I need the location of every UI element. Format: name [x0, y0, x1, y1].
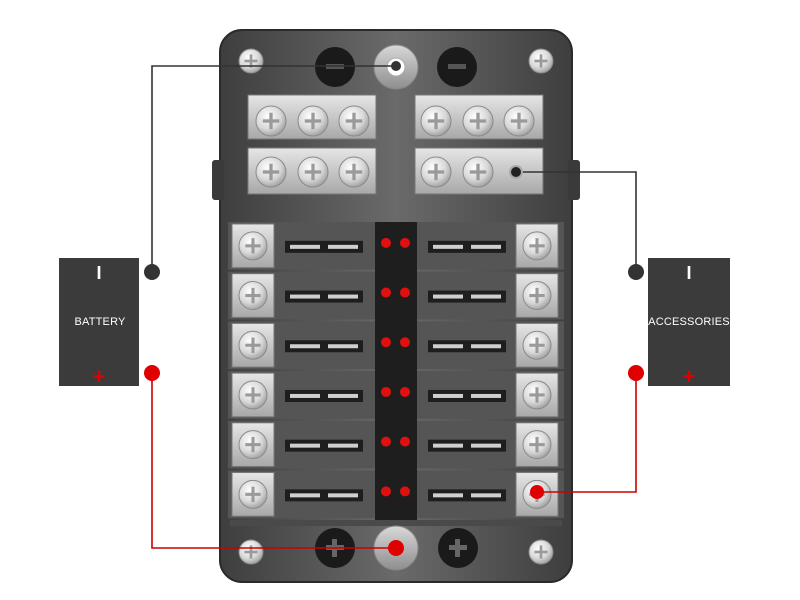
terminal-screw-icon [522, 330, 552, 360]
fuse-slot [428, 240, 506, 253]
bus-screw-icon [420, 105, 452, 137]
terminal-screw-icon [522, 231, 552, 261]
battery-label: BATTERY [74, 316, 126, 328]
fuse-row [228, 371, 564, 419]
fuse-slot [428, 389, 506, 402]
fuse-slot [428, 439, 506, 452]
bus-screw-icon [255, 156, 287, 188]
fuse-slot [285, 389, 363, 402]
battery-negative-terminal [144, 264, 160, 280]
led-indicator-icon [381, 436, 391, 447]
led-indicator-icon [400, 237, 410, 248]
led-indicator-icon [381, 386, 391, 397]
fuse-slot [285, 340, 363, 353]
led-indicator-strip [375, 222, 417, 520]
terminal-screw-icon [238, 231, 268, 261]
led-indicator-icon [381, 287, 391, 298]
wires [151, 61, 637, 556]
fuse-slot [285, 290, 363, 303]
fuse-row [228, 271, 564, 320]
battery-positive-sign: + [93, 364, 106, 389]
led-indicator-icon [400, 337, 410, 348]
accessory-bus-terminal-dot [509, 165, 523, 179]
corner-screw-icon [528, 48, 554, 74]
led-indicator-icon [400, 287, 410, 298]
fuse-row [228, 321, 564, 370]
accessories-negative-sign: I [686, 263, 691, 283]
terminal-screw-icon [238, 380, 268, 410]
led-indicator-icon [400, 486, 410, 497]
battery-box: I BATTERY + [59, 258, 160, 389]
accessories-positive-wire [537, 373, 637, 493]
bus-screw-icon [297, 156, 329, 188]
fuse-slot [285, 489, 363, 502]
terminal-screw-icon [522, 380, 552, 410]
terminal-screw-icon [238, 430, 268, 460]
fuse-row [228, 470, 564, 519]
accessories-positive-terminal [628, 365, 644, 381]
positive-main-terminal-dot [388, 540, 404, 556]
fuse-slot [428, 489, 506, 502]
corner-screw-icon [238, 48, 264, 74]
battery-positive-terminal [144, 365, 160, 381]
terminal-screw-icon [522, 281, 552, 311]
led-indicator-icon [381, 237, 391, 248]
fuse-slot [285, 240, 363, 253]
bus-screw-icon [338, 156, 370, 188]
bus-screw-icon [297, 105, 329, 137]
accessories-negative-wire [516, 171, 637, 272]
accessories-positive-sign: + [683, 364, 696, 389]
accessories-negative-terminal [628, 264, 644, 280]
fuse-slot [285, 439, 363, 452]
led-indicator-icon [381, 337, 391, 348]
led-indicator-icon [381, 486, 391, 497]
bus-screw-icon [462, 156, 494, 188]
fuse-row [228, 222, 564, 270]
battery-negative-wire [151, 65, 396, 272]
bus-screw-icon [338, 105, 370, 137]
battery-positive-wire [151, 373, 396, 549]
fuse-block [212, 29, 580, 583]
terminal-screw-icon [522, 430, 552, 460]
bus-screw-icon [462, 105, 494, 137]
corner-screws [238, 48, 554, 565]
terminal-screw-icon [238, 479, 268, 509]
accessories-label: ACCESSORIES [648, 316, 730, 328]
terminal-screw-icon [238, 330, 268, 360]
fuse-slot [428, 340, 506, 353]
led-indicator-icon [400, 386, 410, 397]
fuse-slot [428, 290, 506, 303]
corner-screw-icon [528, 539, 554, 565]
bus-screw-icon [420, 156, 452, 188]
battery-negative-sign: I [96, 263, 101, 283]
led-indicator-icon [400, 436, 410, 447]
terminal-screw-icon [238, 281, 268, 311]
fuse-row [228, 420, 564, 469]
bus-screw-icon [503, 105, 535, 137]
accessories-box: I ACCESSORIES + [628, 258, 730, 389]
fuse-output-terminal-dot [530, 485, 544, 499]
bus-screw-icon [255, 105, 287, 137]
corner-screw-icon [238, 539, 264, 565]
